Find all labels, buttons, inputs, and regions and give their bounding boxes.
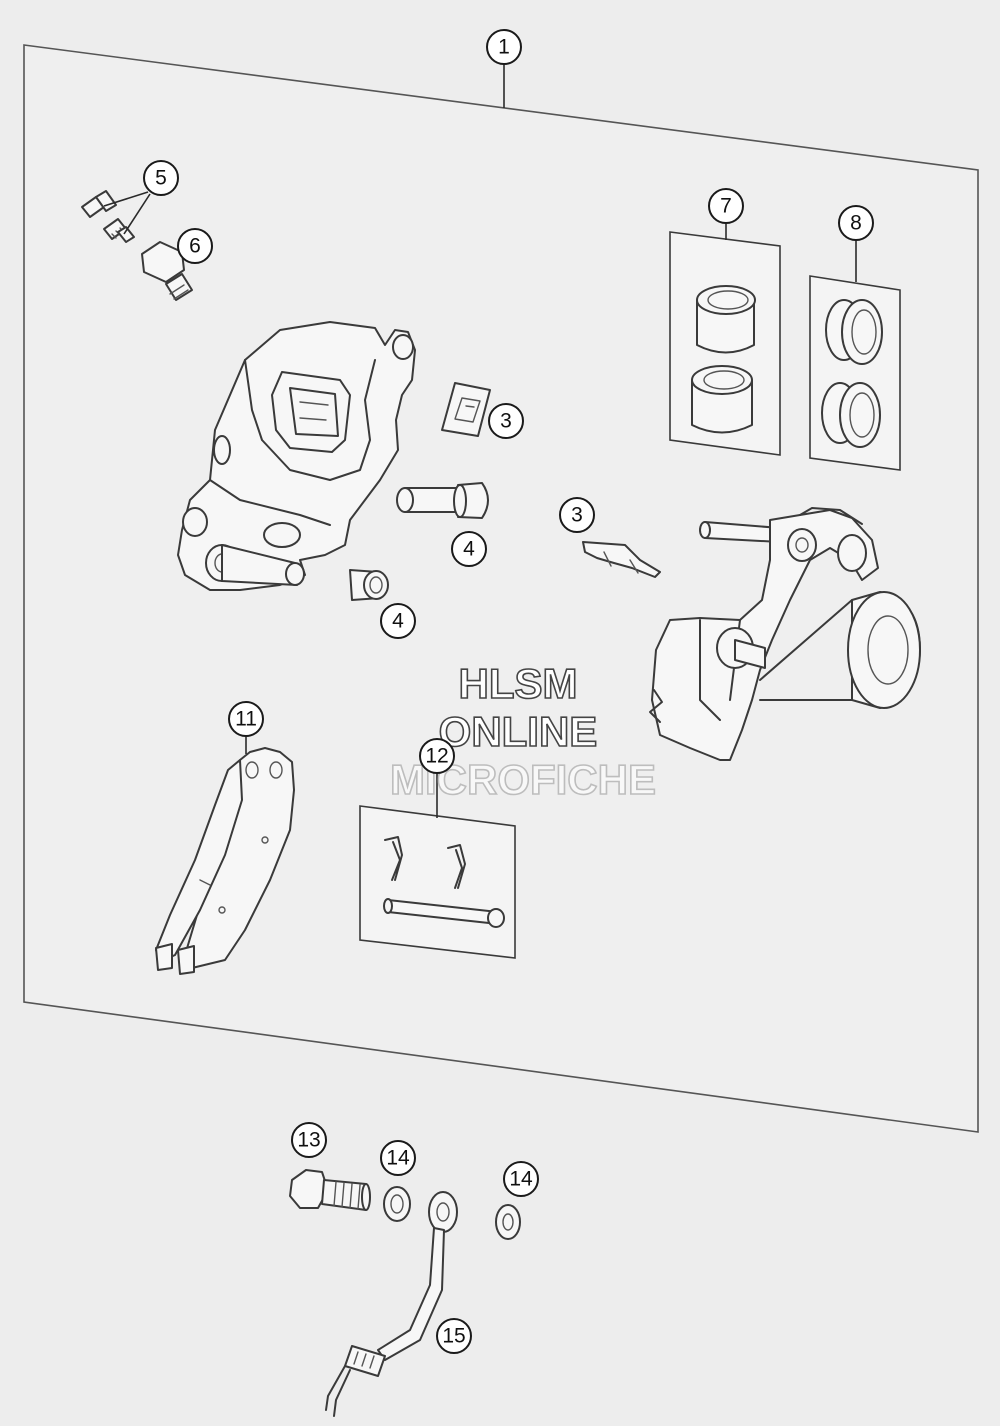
pad-spring-lower — [582, 541, 661, 578]
watermark-line-1: HLSM — [459, 660, 578, 707]
callout-14-left[interactable]: 14 — [380, 1140, 416, 1176]
callout-8[interactable]: 8 — [838, 205, 874, 241]
callout-3-upper[interactable]: 3 — [488, 403, 524, 439]
svg-text:1: 1 — [498, 36, 510, 59]
bleeder-screw-part — [81, 190, 135, 243]
plug-screw-part — [141, 241, 193, 301]
copper-washer-left — [383, 1186, 411, 1222]
brake-pad-part — [155, 747, 295, 975]
callout-7[interactable]: 7 — [708, 188, 744, 224]
right-caliper-assembly — [649, 507, 921, 761]
svg-text:7: 7 — [720, 195, 732, 218]
callout-11[interactable]: 11 — [228, 701, 264, 737]
leader-5a — [103, 191, 149, 207]
callout-3-lower[interactable]: 3 — [559, 497, 595, 533]
left-caliper-housing — [177, 321, 416, 591]
callout-6[interactable]: 6 — [177, 228, 213, 264]
svg-text:8: 8 — [850, 212, 862, 235]
svg-text:15: 15 — [442, 1325, 465, 1348]
svg-text:6: 6 — [189, 235, 201, 258]
svg-text:13: 13 — [297, 1129, 320, 1152]
watermark-line-3: MICROFICHE — [390, 756, 656, 803]
watermark: HLSM ONLINE MICROFICHE — [389, 659, 657, 804]
svg-text:4: 4 — [463, 538, 475, 561]
callout-4-lower[interactable]: 4 — [380, 603, 416, 639]
svg-text:4: 4 — [392, 610, 404, 633]
callout-1[interactable]: 1 — [486, 29, 522, 65]
svg-text:3: 3 — [500, 410, 512, 433]
svg-text:12: 12 — [425, 745, 448, 768]
brake-line-part — [325, 1191, 458, 1417]
svg-text:5: 5 — [155, 167, 167, 190]
guide-bushing-part — [349, 569, 389, 601]
callout-15[interactable]: 15 — [436, 1318, 472, 1354]
seal-kit-card — [809, 275, 901, 471]
piston-card — [669, 231, 781, 456]
callout-13[interactable]: 13 — [291, 1122, 327, 1158]
svg-text:11: 11 — [235, 708, 257, 731]
svg-text:14: 14 — [386, 1147, 410, 1170]
callout-12[interactable]: 12 — [419, 738, 455, 774]
leader-5b — [123, 193, 151, 235]
pin-kit-card — [359, 805, 516, 959]
pad-spring-upper — [441, 382, 491, 437]
svg-text:3: 3 — [571, 504, 583, 527]
callout-4-upper[interactable]: 4 — [451, 531, 487, 567]
copper-washer-right — [495, 1204, 521, 1240]
guide-bolt-part — [396, 482, 489, 519]
callout-14-right[interactable]: 14 — [503, 1161, 539, 1197]
banjo-bolt-part — [289, 1169, 371, 1211]
watermark-line-2: ONLINE — [439, 708, 598, 755]
callout-5[interactable]: 5 — [143, 160, 179, 196]
svg-text:14: 14 — [509, 1168, 533, 1191]
